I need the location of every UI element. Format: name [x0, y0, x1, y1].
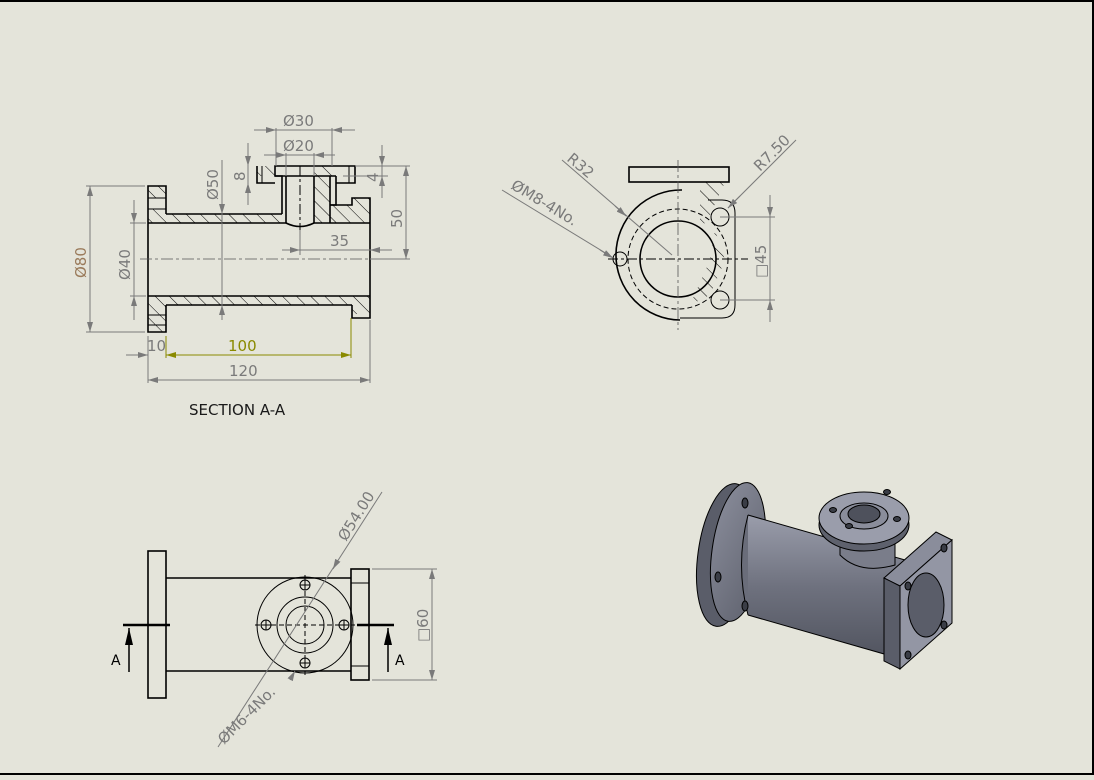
dim-l10: 10 [147, 337, 166, 355]
dim-d20: Ø20 [283, 137, 314, 155]
side-view[interactable]: R32 ØM8-4No. R7.50 □45 [501, 131, 797, 330]
dim-h4: 4 [364, 172, 382, 182]
section-marker-left: A [111, 653, 121, 669]
dim-m8-holes: ØM8-4No. [508, 176, 581, 230]
dim-d80: Ø80 [72, 247, 90, 278]
side-dimensions: R32 ØM8-4No. R7.50 □45 [501, 131, 797, 322]
section-view[interactable]: Ø30 Ø20 Ø50 8 4 [72, 112, 410, 419]
side-hatch [690, 182, 725, 305]
dim-l35: 35 [330, 232, 349, 250]
section-marker-right: A [395, 653, 405, 669]
front-dimensions: Ø54.00 ØM6-4No. □60 [214, 488, 437, 748]
dim-l100: 100 [228, 337, 257, 355]
dim-r32: R32 [563, 149, 597, 182]
dim-m6-holes: ØM6-4No. [214, 683, 279, 748]
iso-view[interactable] [688, 479, 953, 671]
dim-sq45: □45 [752, 245, 770, 278]
dim-d40: Ø40 [116, 249, 134, 280]
dim-d30: Ø30 [283, 112, 314, 130]
section-dimensions: Ø30 Ø20 Ø50 8 4 [72, 112, 410, 383]
dim-h50: 50 [388, 209, 406, 228]
dim-d54: Ø54.00 [334, 488, 378, 544]
dim-l120: 120 [229, 362, 258, 380]
dim-r750: R7.50 [750, 131, 794, 175]
front-view[interactable]: A A Ø54.00 ØM6-4No. □60 [111, 488, 437, 748]
dim-sq60: □60 [414, 609, 432, 642]
section-label: SECTION A-A [189, 401, 286, 419]
dim-d50: Ø50 [204, 169, 222, 200]
dim-h8: 8 [231, 171, 249, 181]
section-hatching [148, 166, 370, 332]
section-cut-markers: A A [111, 623, 405, 672]
